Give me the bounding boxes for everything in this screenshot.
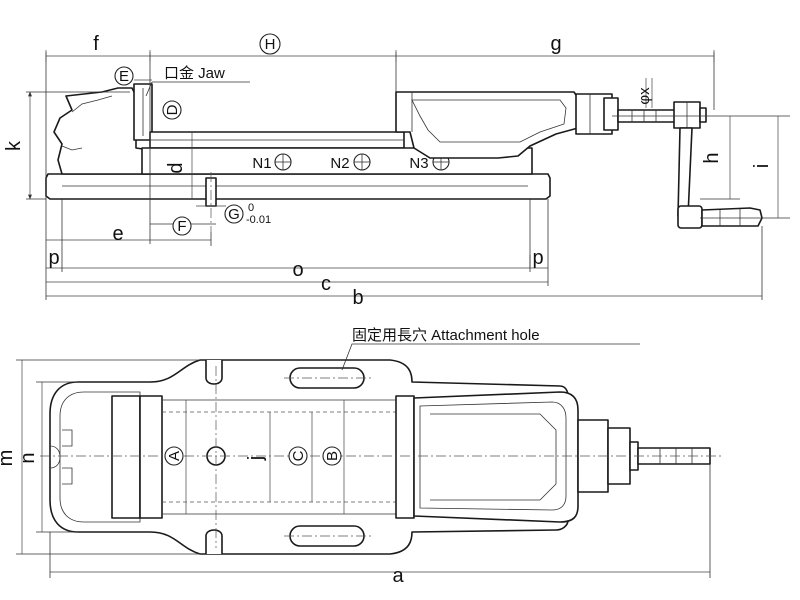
dim-label-D: D [164,104,181,115]
tolerance-lower: -0.01 [246,214,271,226]
dim-label-phix: φx [636,87,653,105]
dim-label-c: c [321,273,331,295]
jaw-label: 口金 Jaw [164,65,225,82]
tolerance-upper: 0 [248,202,254,214]
dim-label-b: b [352,287,363,309]
dim-label-d: d [165,162,187,173]
top-movable-body [413,391,579,523]
dim-label-C: C [290,450,307,461]
hole-label-N2: N2 [330,155,349,172]
dim-label-H-group: H [259,33,281,55]
dim-label-A: A [166,451,183,461]
dim-label-a: a [392,565,404,587]
top-movable-jaw-plate [395,395,415,519]
dim-label-G-group: G [224,204,244,224]
dim-label-E: E [119,68,129,85]
top-jaw-plate-2 [139,395,163,519]
dim-label-m: m [0,450,17,467]
dim-label-B-group: B [322,446,342,466]
dim-label-p-left: p [48,247,59,269]
dim-label-n: n [17,452,39,463]
dim-label-C-group: C [288,446,308,466]
dim-label-H: H [265,36,276,53]
side-movable-jaw [395,91,579,159]
dim-label-h: h [701,152,723,163]
dim-label-G: G [228,206,240,223]
dim-label-e: e [112,223,123,245]
top-view [16,343,722,578]
dim-label-f: f [93,33,99,55]
side-crank-handle [673,101,763,229]
top-clamp-slot-lower [205,529,223,554]
dim-label-p-right: p [532,247,543,269]
hole-label-N1: N1 [252,155,271,172]
dim-label-F: F [177,218,186,235]
dim-label-D-group: D [162,100,182,120]
side-base-plate [45,173,551,200]
attachment-hole-label: 固定用長穴 Attachment hole [352,327,540,344]
dim-label-E-group: E [114,66,134,86]
dim-label-k: k [3,140,25,151]
dim-label-F-group: F [172,216,192,236]
dim-label-o: o [292,259,303,281]
dim-label-i: i [751,164,773,168]
dim-label-g: g [550,33,561,55]
dim-label-A-group: A [164,446,184,466]
side-view [26,50,790,300]
top-clamp-slot-upper [205,360,223,385]
top-fixed-jaw-plate [111,395,141,519]
dim-label-j: j [245,456,267,461]
hole-label-N3: N3 [409,155,428,172]
dim-label-B: B [324,451,341,461]
